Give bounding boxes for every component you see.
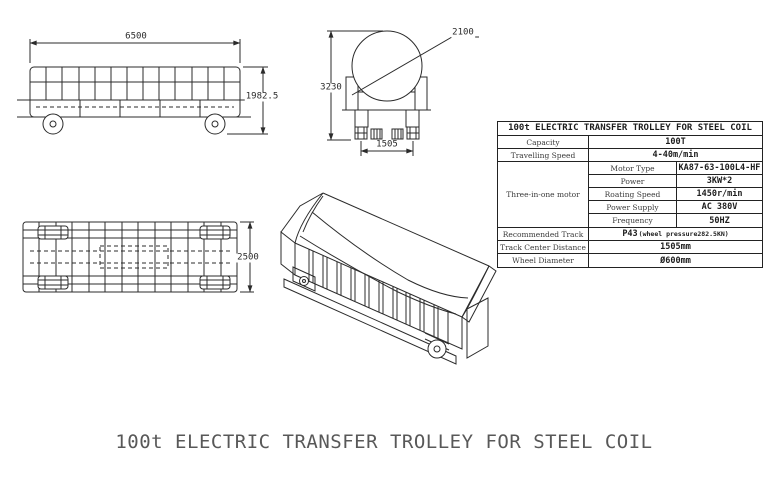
dimension-side-length: 6500	[124, 31, 148, 42]
power-supply-value: AC 380V	[701, 202, 738, 212]
dimension-coil-diameter: 2100	[451, 27, 475, 38]
wheel-diameter-value: Ø600mm	[660, 255, 691, 266]
plan-view-wheels	[37, 225, 231, 290]
motor-group-label: Three-in-one motor	[498, 162, 589, 227]
spec-row-power-supply: Power Supply AC 380V	[589, 201, 762, 214]
isometric-side-rail	[283, 278, 457, 365]
motor-type-value: KA87-63-100L4-HF	[678, 163, 761, 173]
side-view-wheel-left	[42, 113, 64, 135]
isometric-wheel-left	[292, 266, 316, 292]
track-center-value: 1505mm	[660, 242, 691, 252]
front-view-drawing	[327, 30, 479, 156]
roating-speed-value: 1450r/min	[696, 189, 743, 199]
recommended-track-value: P43 (wheel pressure282.5KN)	[589, 228, 762, 240]
dimension-plan-width: 2500	[236, 252, 260, 263]
spec-row-wheel-diameter: Wheel Diameter Ø600mm	[498, 254, 762, 267]
spec-row-recommended-track: Recommended Track P43 (wheel pressure282…	[498, 228, 762, 241]
front-view-wheel-left	[354, 126, 368, 140]
recommended-track-value-note: (wheel pressure282.5KN)	[638, 230, 729, 238]
frequency-value: 50HZ	[709, 215, 730, 226]
capacity-label: Capacity	[498, 136, 589, 148]
dimension-front-height: 3230	[319, 82, 343, 93]
spec-table: 100t ELECTRIC TRANSFER TROLLEY FOR STEEL…	[497, 121, 763, 268]
recommended-track-value-main: P43	[622, 229, 638, 239]
drawing-title: 100t ELECTRIC TRANSFER TROLLEY FOR STEEL…	[115, 431, 653, 453]
motor-type-label: Motor Type	[589, 162, 677, 174]
isometric-wheel-right	[424, 332, 450, 359]
dimension-track-gauge: 1505	[375, 139, 399, 150]
plan-view-drawing	[22, 221, 254, 293]
spec-row-travelling-speed: Travelling Speed 4-40m/min	[498, 149, 762, 162]
power-supply-label: Power Supply	[589, 201, 677, 213]
isometric-view-drawing	[280, 192, 497, 365]
track-center-label: Track Center Distance	[498, 241, 589, 253]
capacity-value: 100T	[665, 137, 686, 147]
steel-coil-circle	[351, 30, 423, 102]
wheel-diameter-label: Wheel Diameter	[498, 254, 589, 267]
roating-speed-label: Roating Speed	[589, 188, 677, 200]
dimension-side-height: 1982.5	[244, 91, 280, 102]
front-view-wheel-right	[406, 126, 420, 140]
recommended-track-label: Recommended Track	[498, 228, 589, 240]
spec-row-track-center: Track Center Distance 1505mm	[498, 241, 762, 254]
travelling-speed-value: 4-40m/min	[652, 150, 699, 160]
travelling-speed-label: Travelling Speed	[498, 149, 589, 161]
spec-row-capacity: Capacity 100T	[498, 136, 762, 149]
side-view-drawing	[17, 39, 268, 135]
spec-row-roating-speed: Roating Speed 1450r/min	[589, 188, 762, 201]
spec-row-power: Power 3KW*2	[589, 175, 762, 188]
frequency-label: Frequency	[589, 214, 677, 227]
spec-row-motor-type: Motor Type KA87-63-100L4-HF	[589, 162, 762, 175]
front-view-motor-blocks	[370, 128, 404, 140]
spec-row-frequency: Frequency 50HZ	[589, 214, 762, 227]
spec-motor-group: Three-in-one motor Motor Type KA87-63-10…	[498, 162, 762, 228]
power-label: Power	[589, 175, 677, 187]
spec-table-title: 100t ELECTRIC TRANSFER TROLLEY FOR STEEL…	[498, 122, 762, 136]
power-value: 3KW*2	[706, 176, 733, 186]
side-view-wheel-right	[204, 113, 226, 135]
